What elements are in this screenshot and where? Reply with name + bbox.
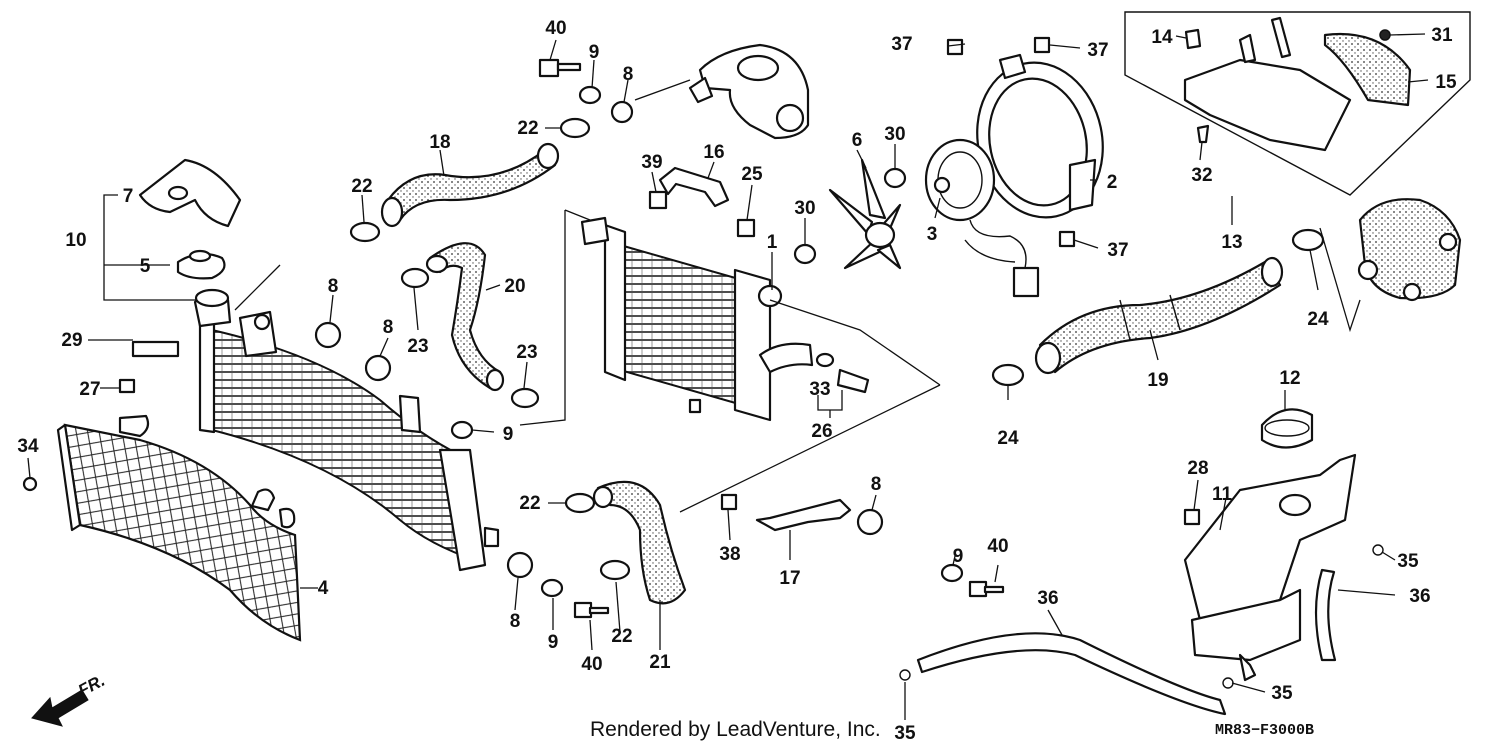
radiator-grille xyxy=(56,414,302,642)
callout: 6 xyxy=(852,130,863,151)
callout: 20 xyxy=(504,276,525,297)
clamps xyxy=(349,117,1325,581)
callout: 22 xyxy=(351,176,372,197)
callout: 5 xyxy=(140,256,151,277)
callout: 22 xyxy=(519,493,540,514)
callout: 40 xyxy=(987,536,1008,557)
right-radiator xyxy=(580,216,814,422)
callout: 26 xyxy=(811,421,832,442)
callout: 9 xyxy=(953,546,964,567)
callout: 24 xyxy=(997,428,1019,449)
callout: 35 xyxy=(1397,551,1419,572)
callout: 28 xyxy=(1187,458,1208,479)
front-direction-arrow xyxy=(31,689,89,727)
cooling-fan xyxy=(828,158,902,270)
callout: 9 xyxy=(503,424,514,445)
thermostat-housing-upper xyxy=(688,43,810,140)
callout: 36 xyxy=(1409,586,1430,607)
render-credit: Rendered by LeadVenture, Inc. xyxy=(590,718,881,741)
hose-18 xyxy=(380,142,560,228)
callout: 7 xyxy=(123,186,134,207)
callout: 37 xyxy=(891,34,912,55)
callout: 32 xyxy=(1191,165,1212,186)
cap-bracket-7 xyxy=(138,158,242,228)
callout: 38 xyxy=(719,544,740,565)
callout: 40 xyxy=(581,654,602,675)
callout: 24 xyxy=(1307,309,1329,330)
callout: 31 xyxy=(1431,25,1453,46)
callout: 13 xyxy=(1221,232,1242,253)
callout: 21 xyxy=(649,652,671,673)
callout: 19 xyxy=(1147,370,1168,391)
callout: 35 xyxy=(1271,683,1293,704)
fan-shroud xyxy=(976,53,1104,219)
callout: 37 xyxy=(1107,240,1128,261)
reserve-tank-cap xyxy=(1260,408,1314,449)
callout: 27 xyxy=(79,379,100,400)
callout: 14 xyxy=(1151,27,1173,48)
thermostat-housing-right xyxy=(1357,198,1462,302)
callout: 30 xyxy=(884,124,905,145)
callout-labels: 40 9 8 22 18 22 7 10 5 29 27 34 8 23 8 2… xyxy=(17,18,1457,744)
reserve-tank xyxy=(1183,453,1357,682)
leader-lines xyxy=(27,33,1429,720)
callout: 4 xyxy=(318,578,329,599)
callout: 23 xyxy=(516,342,537,363)
callout: 2 xyxy=(1107,172,1118,193)
callout: 15 xyxy=(1435,72,1457,93)
callout: 10 xyxy=(65,230,86,251)
callout: 18 xyxy=(429,132,450,153)
callout: 22 xyxy=(611,626,632,647)
callout: 33 xyxy=(809,379,830,400)
hose-20 xyxy=(425,242,505,392)
diagram-code: MR83−F3000B xyxy=(1215,722,1315,739)
callout: 11 xyxy=(1212,484,1233,505)
callout: 8 xyxy=(871,474,882,495)
hose-19 xyxy=(1034,256,1284,375)
callout: 39 xyxy=(641,152,662,173)
callout: 22 xyxy=(517,118,538,139)
callout: 9 xyxy=(548,632,559,653)
callout: 17 xyxy=(779,568,800,589)
callout: 35 xyxy=(894,723,916,744)
callout: 8 xyxy=(328,276,339,297)
hose-36 xyxy=(916,568,1337,716)
left-radiator xyxy=(193,288,500,572)
callout: 8 xyxy=(383,317,394,338)
callout: 8 xyxy=(510,611,521,632)
callout: 30 xyxy=(794,198,815,219)
callout: 40 xyxy=(545,18,566,39)
callout: 25 xyxy=(741,164,763,185)
hose-21 xyxy=(592,480,687,605)
radiator-cap xyxy=(176,249,226,280)
fasteners xyxy=(22,36,1384,689)
callout: 1 xyxy=(767,232,778,253)
callout: 12 xyxy=(1279,368,1300,389)
callout: 9 xyxy=(589,42,600,63)
callout: 3 xyxy=(927,224,938,245)
callout: 29 xyxy=(61,330,82,351)
cover-set xyxy=(1124,11,1471,196)
callout: 8 xyxy=(623,64,634,85)
callout: 37 xyxy=(1087,40,1108,61)
fan-motor xyxy=(924,138,1040,298)
callout: 23 xyxy=(407,336,428,357)
callout: 36 xyxy=(1037,588,1058,609)
callout: 16 xyxy=(703,142,724,163)
callout: 34 xyxy=(17,436,39,457)
